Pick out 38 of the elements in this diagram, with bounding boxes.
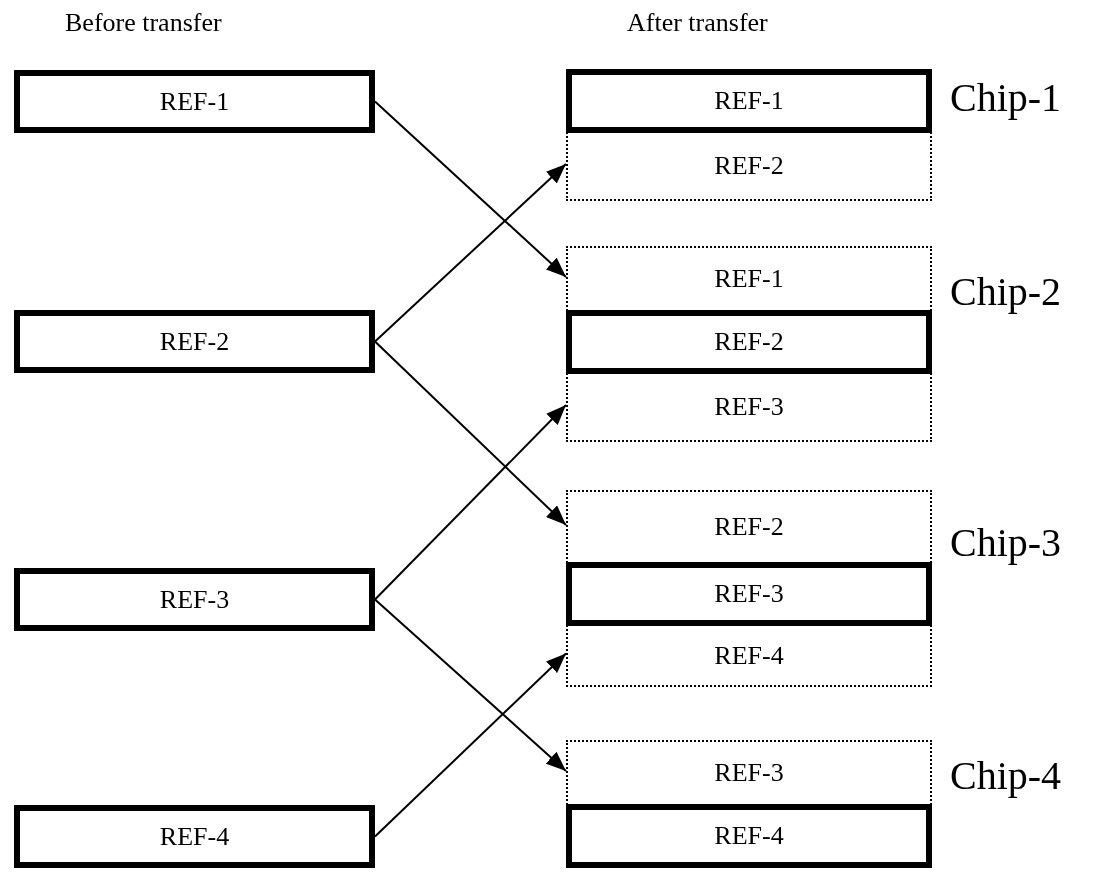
arrow — [374, 100, 567, 278]
ref-box — [566, 804, 932, 868]
chip-label: Chip-1 — [950, 74, 1062, 121]
chip-group-box — [566, 246, 932, 442]
ref-label: REF-2 — [714, 512, 784, 542]
arrow — [374, 163, 567, 343]
ref-label: REF-3 — [714, 392, 784, 422]
ref-label: REF-1 — [159, 86, 230, 117]
ref-label: REF-3 — [714, 758, 784, 788]
ref-box — [566, 562, 932, 626]
ref-label: REF-2 — [159, 326, 230, 357]
ref-label: REF-4 — [714, 821, 784, 851]
arrow — [374, 340, 567, 526]
chip-group-box — [566, 740, 932, 868]
ref-box — [14, 310, 375, 373]
column-heading: After transfer — [627, 8, 768, 38]
arrow — [374, 598, 567, 772]
arrow — [374, 652, 567, 838]
ref-label: REF-3 — [714, 579, 784, 609]
chip-label: Chip-2 — [950, 268, 1062, 315]
arrow — [374, 404, 567, 601]
ref-box — [566, 69, 932, 133]
ref-label: REF-4 — [159, 821, 230, 852]
ref-label: REF-2 — [714, 151, 784, 181]
ref-label: REF-1 — [714, 264, 784, 294]
ref-box — [14, 70, 375, 133]
ref-label: REF-3 — [159, 584, 230, 615]
chip-group-box — [566, 490, 932, 687]
ref-box — [14, 805, 375, 868]
column-heading: Before transfer — [65, 8, 222, 38]
chip-label: Chip-4 — [950, 752, 1062, 799]
ref-box — [566, 310, 932, 374]
ref-label: REF-4 — [714, 640, 784, 671]
ref-box — [14, 568, 375, 631]
chip-label: Chip-3 — [950, 519, 1062, 566]
ref-label: REF-2 — [714, 327, 784, 357]
chip-group-box — [566, 69, 932, 201]
ref-label: REF-1 — [714, 86, 784, 116]
